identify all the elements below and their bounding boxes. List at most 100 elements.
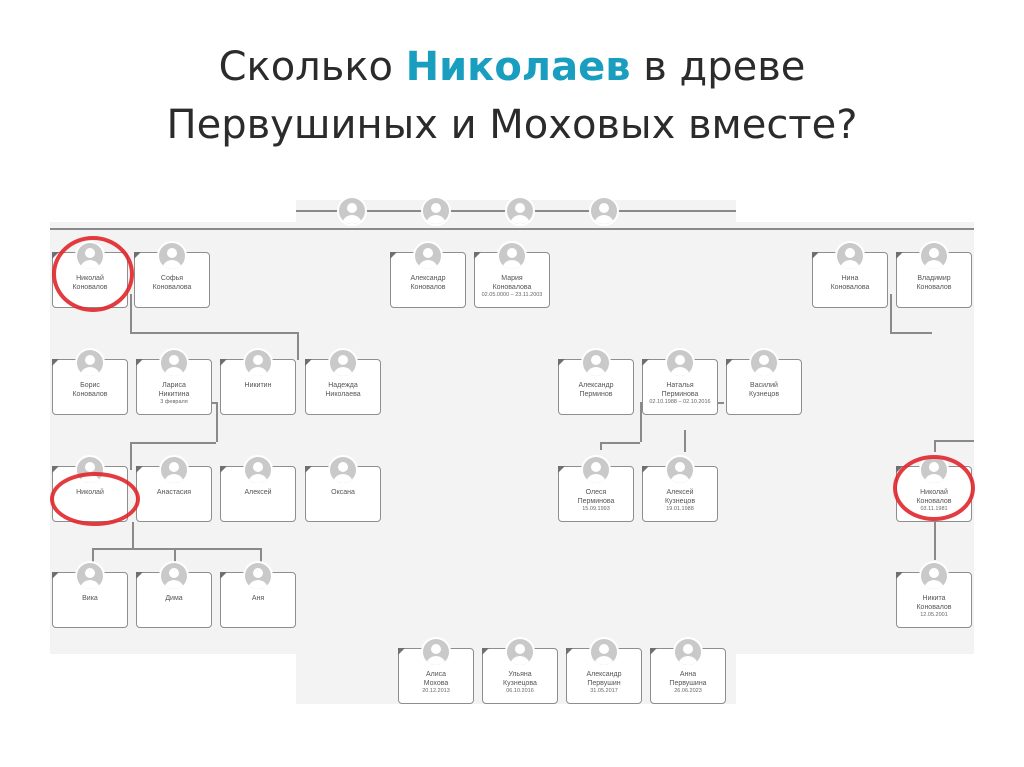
card-corner-mark [726, 359, 733, 366]
first-name: Нина [841, 275, 859, 282]
connector-line [640, 402, 642, 442]
avatar-placeholder-icon [337, 196, 367, 226]
red-circle-mark [50, 472, 140, 526]
connector-line [934, 440, 974, 442]
person-name: Вика [55, 594, 125, 603]
connector-line [130, 442, 216, 444]
last-name: Николаева [325, 391, 361, 398]
connector-line [212, 402, 216, 404]
avatar-placeholder-icon [665, 455, 695, 485]
person-dates: 02.05.0000 – 23.11.2003 [481, 292, 543, 298]
card-corner-mark [558, 466, 565, 473]
last-name: Перминова [661, 391, 699, 398]
card-corner-mark [650, 648, 657, 655]
first-name: Алексей [666, 489, 694, 496]
card-corner-mark [136, 359, 143, 366]
card-corner-mark [642, 466, 649, 473]
person-dates: 20.12.2013 [422, 688, 450, 694]
person-name: Никитин [223, 381, 293, 390]
first-name: Никитин [244, 382, 272, 389]
avatar-placeholder-icon [749, 348, 779, 378]
connector-line [130, 332, 297, 334]
card-corner-mark [642, 359, 649, 366]
first-name: Лариса [162, 382, 186, 389]
first-name: Борис [80, 382, 100, 389]
connector-line [216, 402, 218, 442]
first-name: Надежда [328, 382, 358, 389]
first-name: Александр [586, 671, 622, 678]
card-corner-mark [305, 359, 312, 366]
connector-line [130, 442, 132, 470]
card-corner-mark [558, 359, 565, 366]
person-card: Дима [136, 561, 212, 628]
person-name: Анастасия [139, 488, 209, 497]
connector-line [890, 294, 892, 332]
person-dates: 12.05.2001 [920, 612, 948, 618]
connector-line [50, 228, 974, 230]
connector-line [297, 332, 299, 360]
person-card: Никитин [220, 348, 296, 415]
first-name: Алиса [425, 671, 447, 678]
slide-title: Сколько Николаев в древе Первушиных и Мо… [166, 44, 858, 148]
first-name: Оксана [331, 489, 355, 496]
person-dates: 15.09.1993 [582, 506, 610, 512]
card-corner-mark [482, 648, 489, 655]
last-name: Первушин [587, 680, 621, 687]
last-name: Никитина [158, 391, 190, 398]
card-corner-mark [566, 648, 573, 655]
first-name: Александр [578, 382, 614, 389]
person-dates: 31.05.2017 [590, 688, 618, 694]
last-name: Мохова [423, 680, 449, 687]
last-name: Коновалов [72, 391, 108, 398]
avatar-placeholder-icon [157, 241, 187, 271]
connector-line [934, 522, 936, 560]
avatar-placeholder-icon [75, 348, 105, 378]
connector-line [92, 548, 260, 550]
last-name: Первушина [669, 680, 707, 687]
first-name: Наталья [666, 382, 694, 389]
person-dates: 06.10.2016 [506, 688, 534, 694]
first-name: Александр [410, 275, 446, 282]
avatar-placeholder-icon [673, 637, 703, 667]
first-name: Олеся [585, 489, 607, 496]
last-name: Перминова [577, 498, 615, 505]
first-name: Владимир [917, 275, 951, 282]
connector-line [260, 548, 262, 572]
person-card: Вика [52, 561, 128, 628]
avatar-placeholder-icon [665, 348, 695, 378]
avatar-placeholder-icon [328, 348, 358, 378]
first-name: Анастасия [156, 489, 192, 496]
person-dates: 19.01.1988 [666, 506, 694, 512]
avatar-placeholder-icon [835, 241, 865, 271]
person-name: Алексей [223, 488, 293, 497]
avatar-placeholder-icon [75, 561, 105, 591]
connector-line [130, 294, 132, 332]
person-name: Дима [139, 594, 209, 603]
avatar-placeholder-icon [589, 637, 619, 667]
connector-line [600, 442, 602, 450]
